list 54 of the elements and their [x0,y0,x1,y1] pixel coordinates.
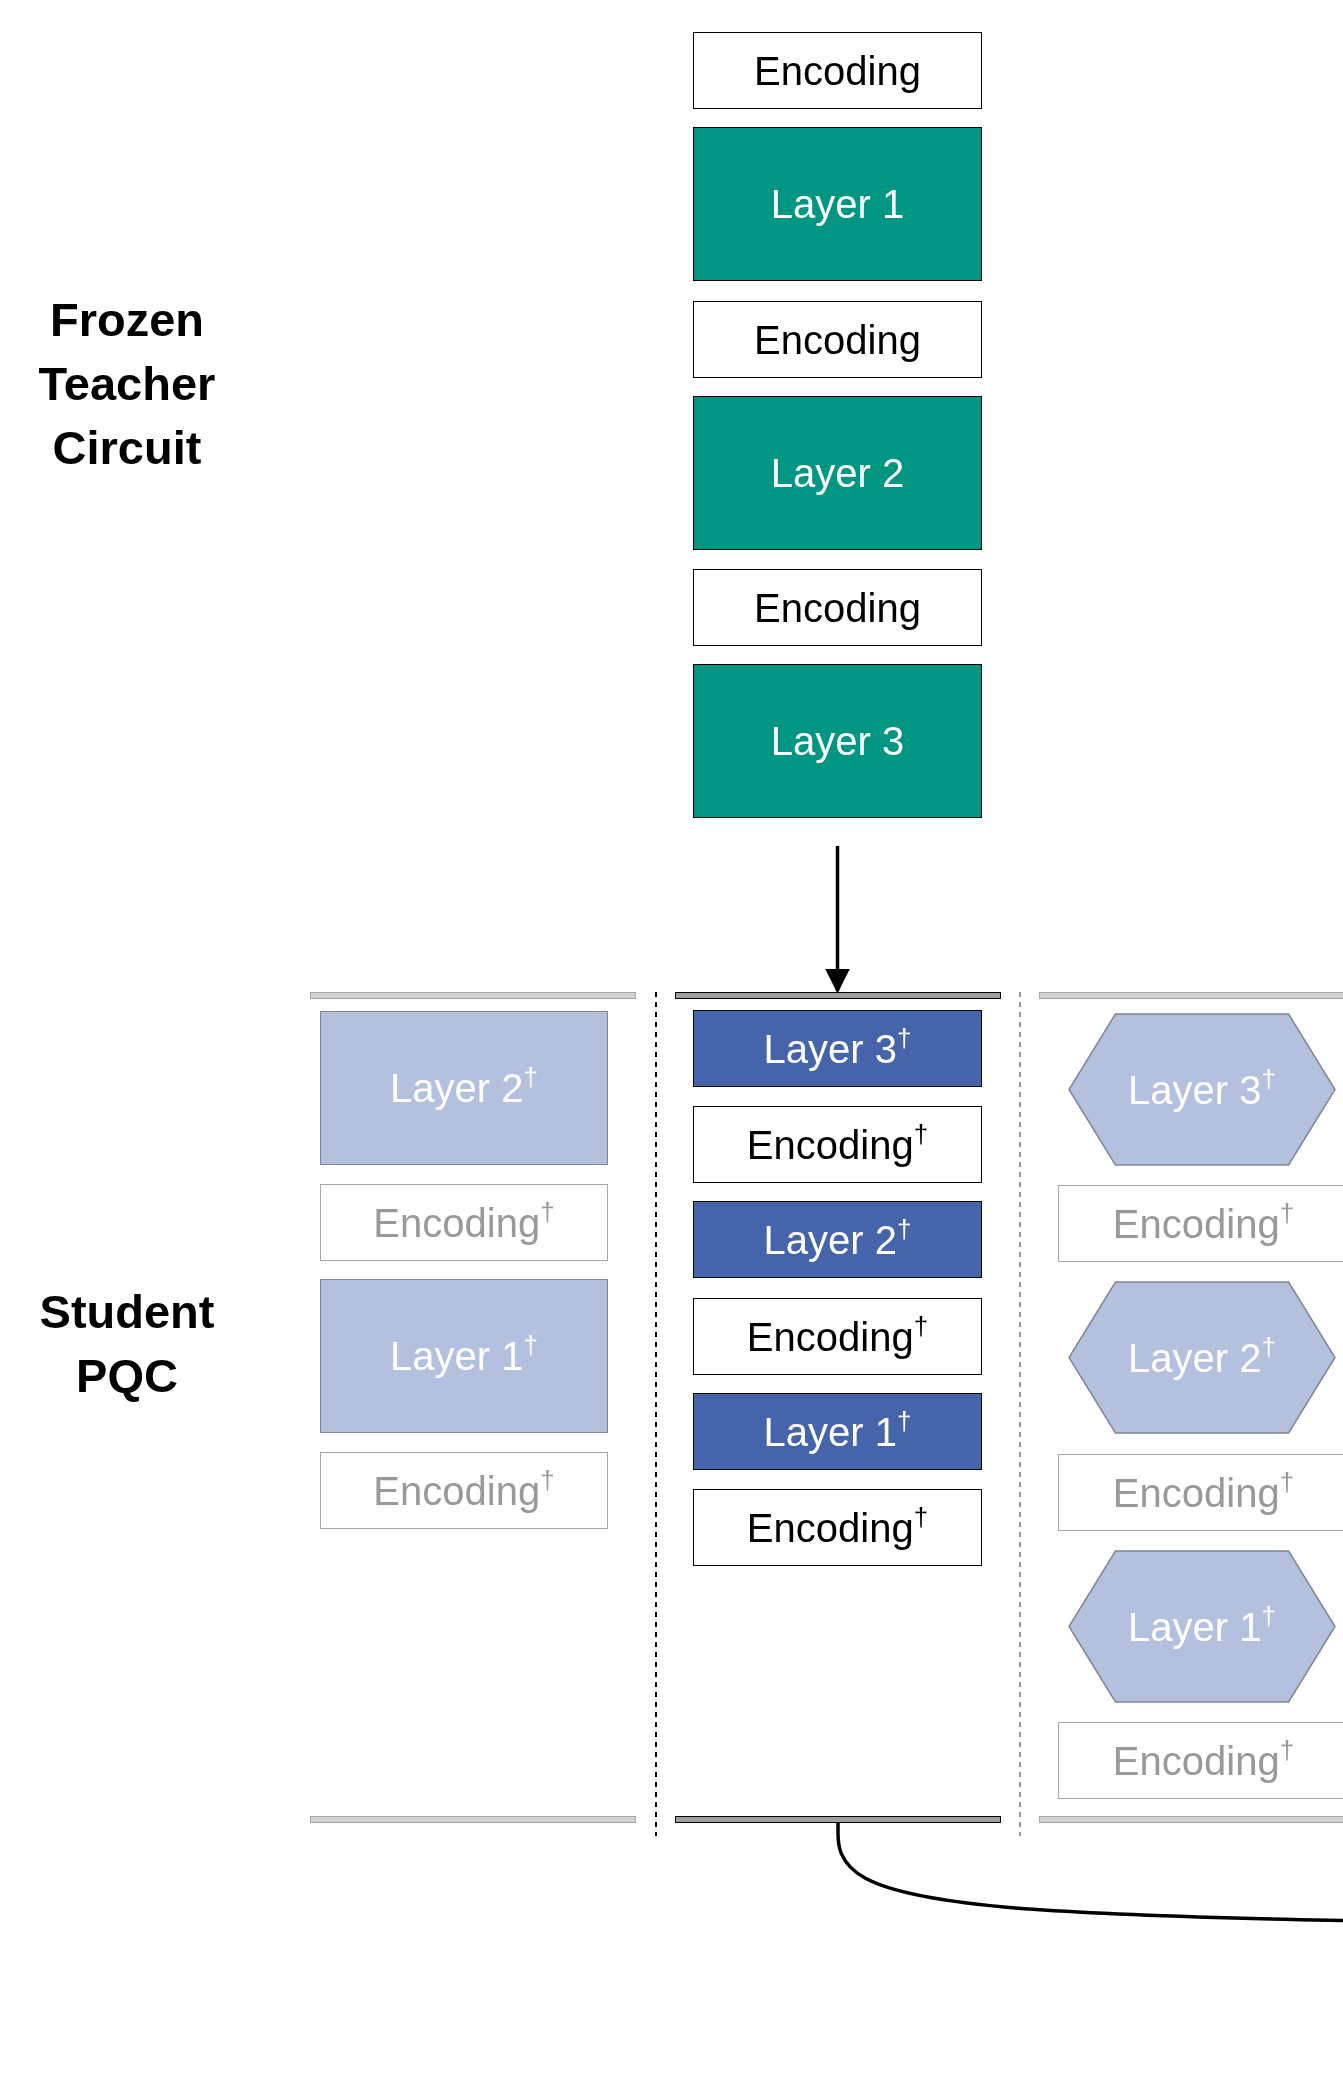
encoding-box [1058,1185,1343,1262]
layer-box [693,1010,982,1087]
bar [675,992,1001,999]
bar [310,1816,636,1823]
encoding-label: Encoding$^{†}$ [746,1316,929,1357]
encoding-label: Encoding$^{†}$ [746,1507,929,1548]
layer-box [693,1201,982,1278]
layer-label: Layer 1$^{†}$ [1128,1606,1276,1647]
layer-label: Layer 3$^{†}$ [763,1028,912,1069]
encoding-label: Encoding$^{†}$ [1112,1472,1295,1513]
layer-label: Layer 2$^{†}$ [1128,1337,1276,1378]
encoding-box [693,1298,982,1375]
bar [1039,992,1343,999]
layer-box [320,1011,608,1165]
layer-box [320,1279,608,1433]
layer-label: Layer 1$^{†}$ [390,1336,538,1376]
encoding-label: Encoding$^{†}$ [373,1202,555,1243]
encoding-box [1058,1454,1343,1531]
layer-label: Layer 2$^{†}$ [390,1068,538,1108]
encoding-label: Encoding [754,319,921,360]
layer-label: Layer 2 [770,453,905,493]
encoding-box [693,301,982,378]
encoding-box [1058,1722,1343,1799]
encoding-box [320,1184,608,1261]
encoding-label: Encoding [754,50,921,91]
encoding-box [693,1106,982,1183]
layer-label: Layer 1 [770,184,905,224]
bar [310,992,636,999]
encoding-box [693,32,982,109]
bar [675,1816,1001,1823]
layer-hexagon [1068,1281,1336,1434]
encoding-label: Encoding$^{†}$ [1112,1203,1295,1244]
section-label: Student PQC [38,1284,216,1404]
encoding-box [320,1452,608,1529]
layer-hexagon [1068,1550,1336,1703]
bar [1039,1816,1343,1823]
layer-box [693,396,982,550]
encoding-label: Encoding [754,587,921,628]
encoding-box [693,1489,982,1566]
section-label: Frozen Teacher Circuit [37,292,217,476]
connector-line [836,1823,1343,1923]
layer-box [693,664,982,818]
encoding-box [693,569,982,646]
encoding-label: Encoding$^{†}$ [746,1124,929,1165]
layer-label: Layer 3 [770,721,905,761]
encoding-label: Encoding$^{†}$ [1112,1740,1295,1781]
layer-label: Layer 3$^{†}$ [1128,1069,1276,1110]
layer-label: Layer 2$^{†}$ [763,1219,912,1260]
layer-label: Layer 1$^{†}$ [763,1411,912,1452]
arrow [825,846,850,994]
layer-box [693,1393,982,1470]
encoding-label: Encoding$^{†}$ [373,1470,555,1511]
layer-box [693,127,982,281]
layer-hexagon [1068,1013,1336,1166]
